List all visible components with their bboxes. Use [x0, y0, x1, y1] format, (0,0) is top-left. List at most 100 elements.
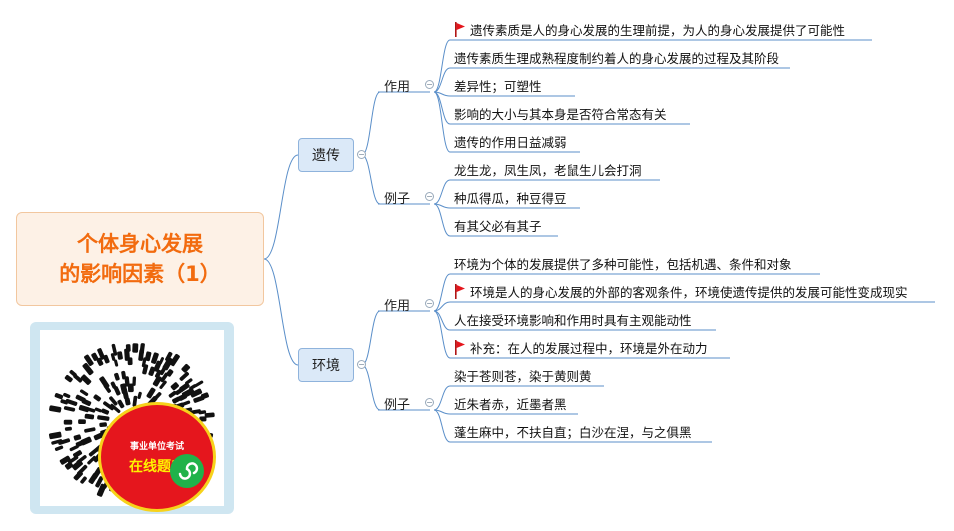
qr-dot [154, 369, 162, 379]
qr-dot [69, 369, 77, 377]
qr-dot [111, 343, 118, 356]
collapse-minus-icon[interactable]: − [425, 299, 434, 308]
qr-dot [79, 389, 89, 396]
qr-dot [113, 386, 121, 396]
qr-dot [151, 392, 162, 403]
leaf-item[interactable]: 差异性；可塑性 [454, 78, 542, 94]
qr-dot [172, 396, 181, 404]
leaf-item[interactable]: 遗传素质生理成熟程度制约着人的身心发展的过程及其阶段 [454, 50, 780, 66]
qr-dot [99, 422, 107, 428]
red-flag-icon [455, 339, 465, 355]
collapse-minus-icon[interactable]: − [425, 192, 434, 201]
qr-dot [110, 403, 121, 413]
qr-dot [117, 351, 123, 360]
qr-dot [198, 410, 207, 415]
qr-dot [179, 382, 190, 392]
qr-dot [63, 392, 71, 399]
red-flag-icon [455, 21, 465, 37]
qr-dot [67, 455, 79, 464]
leaf-item[interactable]: 有其父必有其子 [454, 218, 542, 234]
qr-dot [162, 357, 174, 371]
qr-dot [97, 348, 106, 360]
leaf-item[interactable]: 遗传素质是人的身心发展的生理前提，为人的身心发展提供了可能性 [454, 19, 845, 39]
qr-dot [181, 387, 195, 398]
qr-code-card[interactable]: 事业单位考试 在线题库 [30, 322, 234, 514]
qr-dot [169, 353, 180, 367]
collapse-minus-icon[interactable]: − [425, 398, 434, 407]
qr-dot [144, 351, 152, 362]
leaf-item[interactable]: 环境为个体的发展提供了多种可能性，包括机遇、条件和对象 [454, 256, 792, 272]
qr-dot [93, 394, 102, 402]
leaf-item[interactable]: 遗传的作用日益减弱 [454, 134, 567, 150]
qr-dot [190, 388, 203, 398]
qr-dot [78, 404, 90, 413]
qr-dot [82, 362, 94, 376]
leaf-item[interactable]: 染于苍则苍，染于黄则黄 [454, 368, 592, 384]
branch-label: 环境 [312, 358, 340, 374]
qr-dot [73, 470, 83, 481]
qr-dot [132, 395, 138, 407]
qr-dot [124, 397, 131, 406]
qr-dot [71, 459, 83, 471]
qr-dot [65, 398, 78, 406]
connector-line [433, 385, 451, 411]
leaf-item[interactable]: 龙生龙，凤生凤，老鼠生儿会打洞 [454, 162, 642, 178]
qr-dot [58, 438, 71, 445]
qr-dot [97, 415, 110, 421]
connector-line [433, 301, 451, 312]
qr-dot [114, 372, 120, 381]
root-topic[interactable]: 个体身心发展 的影响因素（1） [16, 212, 264, 306]
qr-dot [166, 369, 174, 377]
qr-dot [49, 405, 62, 413]
qr-dot [84, 354, 94, 366]
connector-line [433, 91, 451, 153]
connector-line [433, 179, 451, 205]
connector-line [263, 258, 299, 366]
connector-line [433, 310, 451, 359]
group-environment-example[interactable]: 例子 [384, 398, 411, 413]
qr-dot [88, 448, 99, 457]
red-flag-icon [455, 283, 465, 299]
qr-dot [75, 394, 86, 403]
connector-line [361, 310, 381, 366]
group-environment-function[interactable]: 作用 [384, 299, 411, 314]
qr-dot [96, 357, 104, 366]
group-heredity-function[interactable]: 作用 [384, 80, 411, 95]
qr-dot [51, 439, 63, 445]
connector-line [433, 203, 451, 237]
connector-line [433, 273, 451, 312]
mini-program-icon [170, 454, 204, 488]
qr-dot [151, 352, 159, 364]
qr-dot [64, 374, 73, 383]
qr-dot [165, 351, 173, 362]
qr-dot [117, 399, 125, 409]
qr-dot [101, 408, 110, 415]
group-heredity-example[interactable]: 例子 [384, 192, 411, 207]
qr-dot [78, 419, 86, 425]
branch-environment[interactable]: 环境 [298, 348, 354, 382]
collapse-minus-icon[interactable]: − [425, 80, 434, 89]
connector-line [361, 91, 381, 156]
qr-dot [159, 357, 164, 365]
leaf-item[interactable]: 近朱者赤，近墨者黑 [454, 396, 567, 412]
collapse-minus-icon[interactable]: − [357, 150, 366, 159]
leaf-item[interactable]: 环境是人的身心发展的外部的客观条件，环境使遗传提供的发展可能性变成现实 [454, 281, 908, 301]
qr-dot [137, 391, 142, 400]
leaf-item[interactable]: 人在接受环境影响和作用时具有主观能动性 [454, 312, 692, 328]
leaf-item[interactable]: 影响的大小与其本身是否符合常态有关 [454, 106, 667, 122]
qr-dot [94, 407, 102, 413]
connector-line [433, 39, 451, 93]
qr-dot [88, 472, 98, 485]
branch-heredity[interactable]: 遗传 [298, 138, 354, 172]
leaf-item[interactable]: 蓬生麻中，不扶自直；白沙在涅，与之俱黑 [454, 424, 692, 440]
qr-dot [109, 396, 118, 406]
collapse-minus-icon[interactable]: − [357, 360, 366, 369]
qr-dot [54, 393, 64, 400]
qr-dot [121, 370, 127, 380]
qr-dot [69, 445, 79, 452]
qr-dot [73, 450, 83, 458]
connector-line [433, 409, 451, 443]
leaf-item[interactable]: 补充：在人的发展过程中，环境是外在动力 [454, 337, 708, 357]
qr-dot [54, 445, 64, 451]
leaf-item[interactable]: 种瓜得瓜，种豆得豆 [454, 190, 567, 206]
